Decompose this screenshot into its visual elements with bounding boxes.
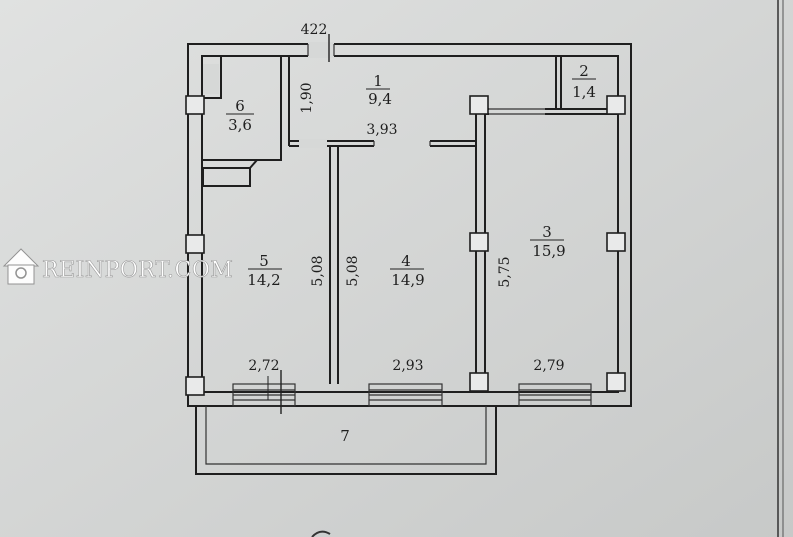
windows-bottom <box>232 383 592 407</box>
room-2-number: 2 <box>579 62 589 80</box>
room-6-area: 3,6 <box>228 116 252 134</box>
room-3-number: 3 <box>542 223 552 241</box>
room-1-area: 9,4 <box>368 90 392 108</box>
dim-room5-height: 5,08 <box>310 255 326 286</box>
watermark: REINPORT.COM <box>2 248 233 285</box>
dimension-ticks <box>267 370 282 414</box>
dim-hall-width: 3,93 <box>366 122 397 138</box>
dim-room3-width: 2,79 <box>533 358 564 374</box>
dim-room4-height: 5,08 <box>345 255 361 286</box>
room-3-area: 15,9 <box>532 242 565 260</box>
room-6-number: 6 <box>235 97 245 115</box>
room-7-number: 7 <box>340 427 350 445</box>
room-5-number: 5 <box>259 252 269 270</box>
room-4-area: 14,9 <box>391 271 424 289</box>
room-4-number: 4 <box>401 252 411 270</box>
dim-hall-depth: 1,90 <box>299 82 315 113</box>
watermark-text: REINPORT.COM <box>42 258 233 283</box>
structural-columns <box>185 95 626 396</box>
room-5-area: 14,2 <box>247 271 280 289</box>
house-logo <box>2 248 40 285</box>
dim-room5-width: 2,72 <box>248 358 279 374</box>
balcony-outline <box>195 406 497 475</box>
room-labels: 1 9,4 2 1,4 3 15,9 4 14,9 5 14,2 6 3,6 7 <box>226 62 596 445</box>
top-opening <box>307 34 335 62</box>
dim-room4-width: 2,93 <box>392 358 423 374</box>
dim-top: 422 <box>301 22 328 38</box>
room-1-number: 1 <box>373 72 383 90</box>
room-2-area: 1,4 <box>572 83 596 101</box>
dim-room3-height: 5,75 <box>497 256 513 287</box>
dimension-labels: 422 1,90 3,93 5,08 5,08 5,75 2,72 2,93 2… <box>248 22 564 374</box>
partial-glyph <box>311 530 331 537</box>
